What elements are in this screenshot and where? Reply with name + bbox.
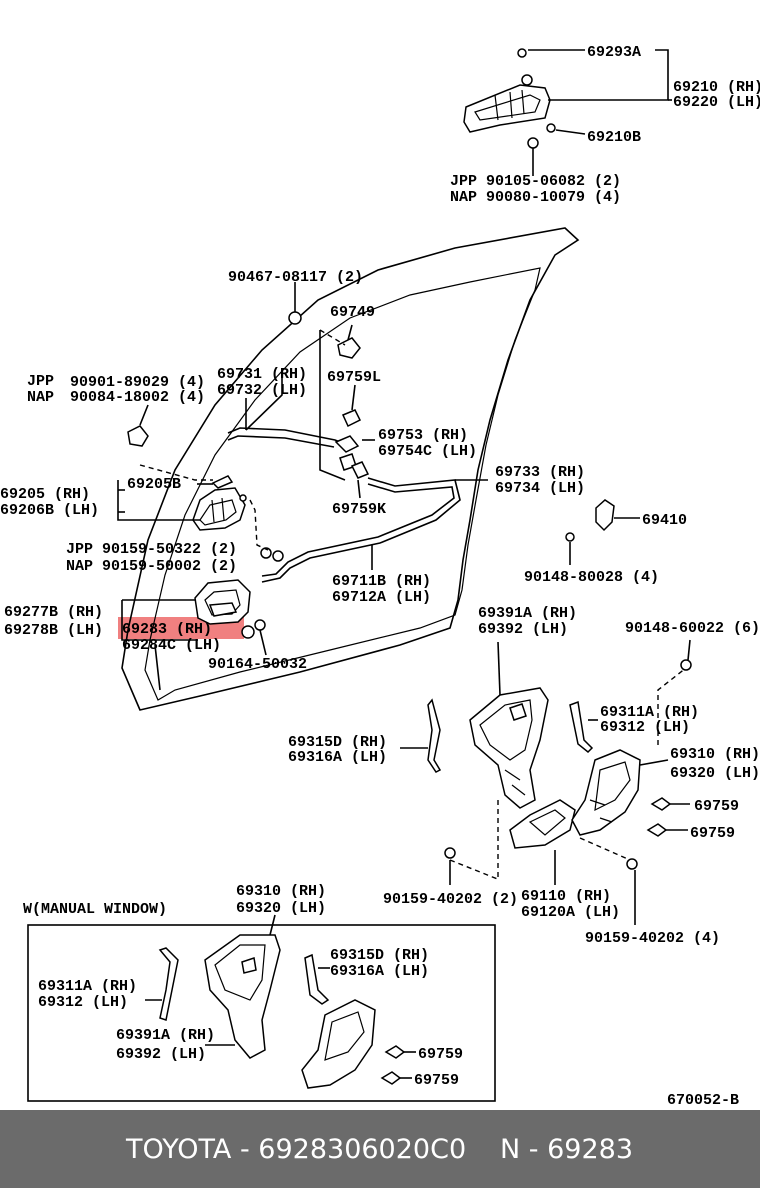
label-69210B: 69210B [587, 129, 641, 146]
label-69310: 69310 (RH) [670, 746, 760, 763]
label-90148-80028: 90148-80028 (4) [524, 569, 659, 586]
lock-base [571, 749, 641, 836]
label-w-69391A: 69391A (RH) [116, 1027, 215, 1044]
label-w-69759-a: 69759 [418, 1046, 463, 1063]
label-w-69392: 69392 (LH) [116, 1046, 206, 1063]
label-69753: 69753 (RH) [378, 427, 468, 444]
label-w-69310: 69310 (RH) [236, 883, 326, 900]
part-number-footer: TOYOTA - 6928306020C0 N - 69283 [0, 1110, 760, 1188]
label-69210: 69210 (RH) [673, 79, 760, 96]
label-69733: 69733 (RH) [495, 464, 585, 481]
label-nap-90159: NAP 90159-50002 (2) [66, 558, 237, 575]
label-69759K: 69759K [332, 501, 386, 518]
inset-lock [204, 934, 281, 1059]
label-69392: 69392 (LH) [478, 621, 568, 638]
label-w-69315D: 69315D (RH) [330, 947, 429, 964]
label-69293A: 69293A [587, 44, 641, 61]
label-69312: 69312 (LH) [600, 719, 690, 736]
door-outline [121, 227, 580, 711]
label-w-69759-b: 69759 [414, 1072, 459, 1089]
label-69320: 69320 (LH) [670, 765, 760, 782]
label-w-69316A: 69316A (LH) [330, 963, 429, 980]
label-69284C: 69284C (LH) [122, 637, 221, 654]
label-69410: 69410 [642, 512, 687, 529]
outside-handle [463, 48, 556, 149]
label-69759-b: 69759 [690, 825, 735, 842]
footer-part-number: TOYOTA - 6928306020C0 [126, 1134, 467, 1165]
door-lock-assembly [469, 687, 549, 809]
inside-handle [192, 475, 284, 562]
label-69316A: 69316A (LH) [288, 749, 387, 766]
label-w-69311A: 69311A (RH) [38, 978, 137, 995]
label-90901: 90901-89029 (4) [70, 374, 205, 391]
label-w-69312: 69312 (LH) [38, 994, 128, 1011]
inner-bezel [194, 579, 266, 639]
label-69391A: 69391A (RH) [478, 605, 577, 622]
label-jpp-left: JPP [27, 373, 54, 390]
label-69277B: 69277B (RH) [4, 604, 103, 621]
label-69315D: 69315D (RH) [288, 734, 387, 751]
label-69711B: 69711B (RH) [332, 573, 431, 590]
label-69749: 69749 [330, 304, 375, 321]
label-69759-a: 69759 [694, 798, 739, 815]
label-69120A: 69120A (LH) [521, 904, 620, 921]
label-69759L: 69759L [327, 369, 381, 386]
label-69712A: 69712A (LH) [332, 589, 431, 606]
label-69220: 69220 (LH) [673, 94, 760, 111]
footer-short-number: N - 69283 [500, 1134, 633, 1165]
label-69283: 69283 (RH) [122, 621, 212, 638]
label-90084: 90084-18002 (4) [70, 389, 205, 406]
label-69754C: 69754C (LH) [378, 443, 477, 460]
label-69734: 69734 (LH) [495, 480, 585, 497]
label-w-69320: 69320 (LH) [236, 900, 326, 917]
label-90164: 90164-50032 [208, 656, 307, 673]
label-manual-window: W(MANUAL WINDOW) [23, 901, 167, 918]
label-69206B: 69206B (LH) [0, 502, 99, 519]
label-69311A: 69311A (RH) [600, 704, 699, 721]
label-90159-40202-4: 90159-40202 (4) [585, 930, 720, 947]
label-90467: 90467-08117 (2) [228, 269, 363, 286]
part-labels: 69293A 69210 (RH) 69220 (LH) 69210B JPP … [0, 44, 760, 1109]
label-90159-40202-2: 90159-40202 (2) [383, 891, 518, 908]
label-69731: 69731 (RH) [217, 366, 307, 383]
label-nap-90080: NAP 90080-10079 (4) [450, 189, 621, 206]
label-jpp-90159: JPP 90159-50322 (2) [66, 541, 237, 558]
label-69205B: 69205B [127, 476, 181, 493]
label-90148-60022: 90148-60022 (6) [625, 620, 760, 637]
inset-lock-base [301, 999, 376, 1089]
label-69732: 69732 (LH) [217, 382, 307, 399]
figure-code: 670052-B [667, 1092, 739, 1109]
parts-diagram: 69293A 69210 (RH) 69220 (LH) 69210B JPP … [0, 44, 760, 1109]
label-jpp-90105: JPP 90105-06082 (2) [450, 173, 621, 190]
label-69278B: 69278B (LH) [4, 622, 103, 639]
label-69205: 69205 (RH) [0, 486, 90, 503]
label-69110: 69110 (RH) [521, 888, 611, 905]
manual-window-inset [27, 924, 496, 1102]
label-nap-left: NAP [27, 389, 54, 406]
